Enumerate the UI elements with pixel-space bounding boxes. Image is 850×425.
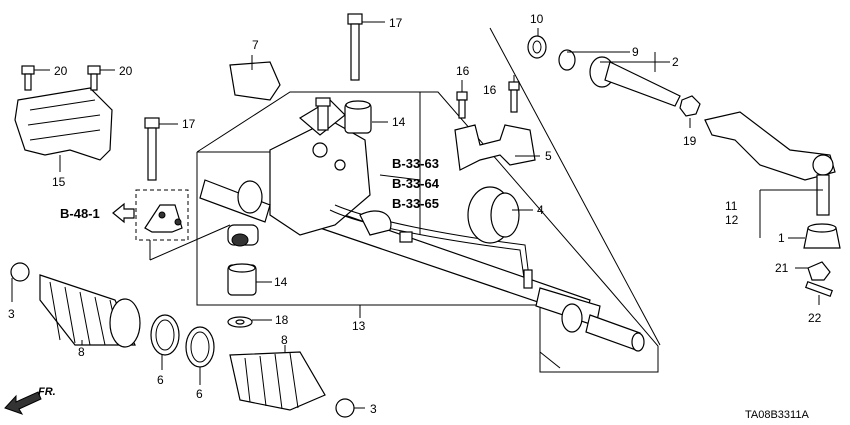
leader-lines (11, 21, 823, 409)
front-direction-arrow (4, 391, 42, 415)
callout-17a: 17 (389, 16, 403, 30)
callout-2: 2 (672, 55, 679, 69)
tie-rod-end (704, 111, 836, 216)
callout-18: 18 (275, 313, 289, 327)
callout-3-right: 3 (370, 402, 377, 416)
callout-14-bottom: 14 (274, 275, 288, 289)
callout-6a: 6 (157, 373, 164, 387)
ref-arrow-left (112, 202, 135, 224)
ref-b-33-63[interactable]: B-33-63 (392, 156, 439, 171)
fr-label: FR. (38, 386, 56, 398)
pin-22 (804, 280, 834, 298)
bolt-20a (21, 65, 35, 91)
callout-8-left: 8 (78, 345, 85, 359)
nut-21 (807, 261, 831, 281)
clamp-3-left (10, 262, 30, 282)
callout-21: 21 (775, 261, 789, 275)
heat-shield (14, 87, 113, 161)
callout-22: 22 (808, 311, 822, 325)
bolt-16b (508, 81, 520, 113)
bracket (144, 204, 183, 233)
diagram-code: TA08B3311A (745, 409, 809, 421)
clamp-3-right (335, 398, 355, 418)
bracket-box (135, 189, 189, 241)
callout-15: 15 (52, 175, 66, 189)
cover-7 (229, 61, 281, 101)
steering-rack (199, 97, 645, 352)
bolt-20b (87, 65, 101, 91)
callout-14-top: 14 (392, 115, 406, 129)
callout-20a: 20 (54, 64, 68, 78)
bushing-14-bottom (227, 263, 257, 296)
callout-13: 13 (352, 319, 366, 333)
callout-8-right: 8 (281, 333, 288, 347)
callout-1: 1 (778, 231, 785, 245)
bush-4 (467, 186, 520, 244)
callout-7: 7 (252, 38, 259, 52)
boot-8-left (39, 274, 141, 348)
bushing-14-top (344, 100, 372, 134)
callout-5: 5 (545, 149, 552, 163)
seal-10 (527, 35, 547, 59)
dust-boot-1 (803, 223, 841, 249)
ref-b-48-1[interactable]: B-48-1 (60, 206, 100, 221)
nut-19 (679, 95, 701, 117)
callout-20b: 20 (119, 64, 133, 78)
band-6b (185, 326, 215, 368)
callout-12: 12 (725, 213, 739, 227)
tie-rod (589, 56, 681, 107)
callout-17b: 17 (182, 117, 196, 131)
callout-3-left: 3 (8, 307, 15, 321)
boot-8-right (229, 351, 326, 411)
clamp-bracket-5 (454, 124, 536, 171)
callout-10: 10 (530, 12, 544, 26)
bolt-16a (456, 91, 468, 119)
bolt-17b (144, 117, 160, 181)
callout-4: 4 (537, 203, 544, 217)
callout-6b: 6 (196, 387, 203, 401)
callout-11: 11 (725, 199, 738, 213)
lock-washer-9 (558, 49, 576, 71)
bolt-17a (347, 13, 363, 81)
band-6a (150, 314, 180, 356)
callout-9: 9 (632, 45, 639, 59)
ref-b-33-65[interactable]: B-33-65 (392, 196, 439, 211)
ref-b-33-64[interactable]: B-33-64 (392, 176, 440, 191)
callout-16a: 16 (456, 64, 470, 78)
callout-19: 19 (683, 134, 697, 148)
assembly-outline (196, 91, 659, 373)
callout-16b: 16 (483, 83, 497, 97)
